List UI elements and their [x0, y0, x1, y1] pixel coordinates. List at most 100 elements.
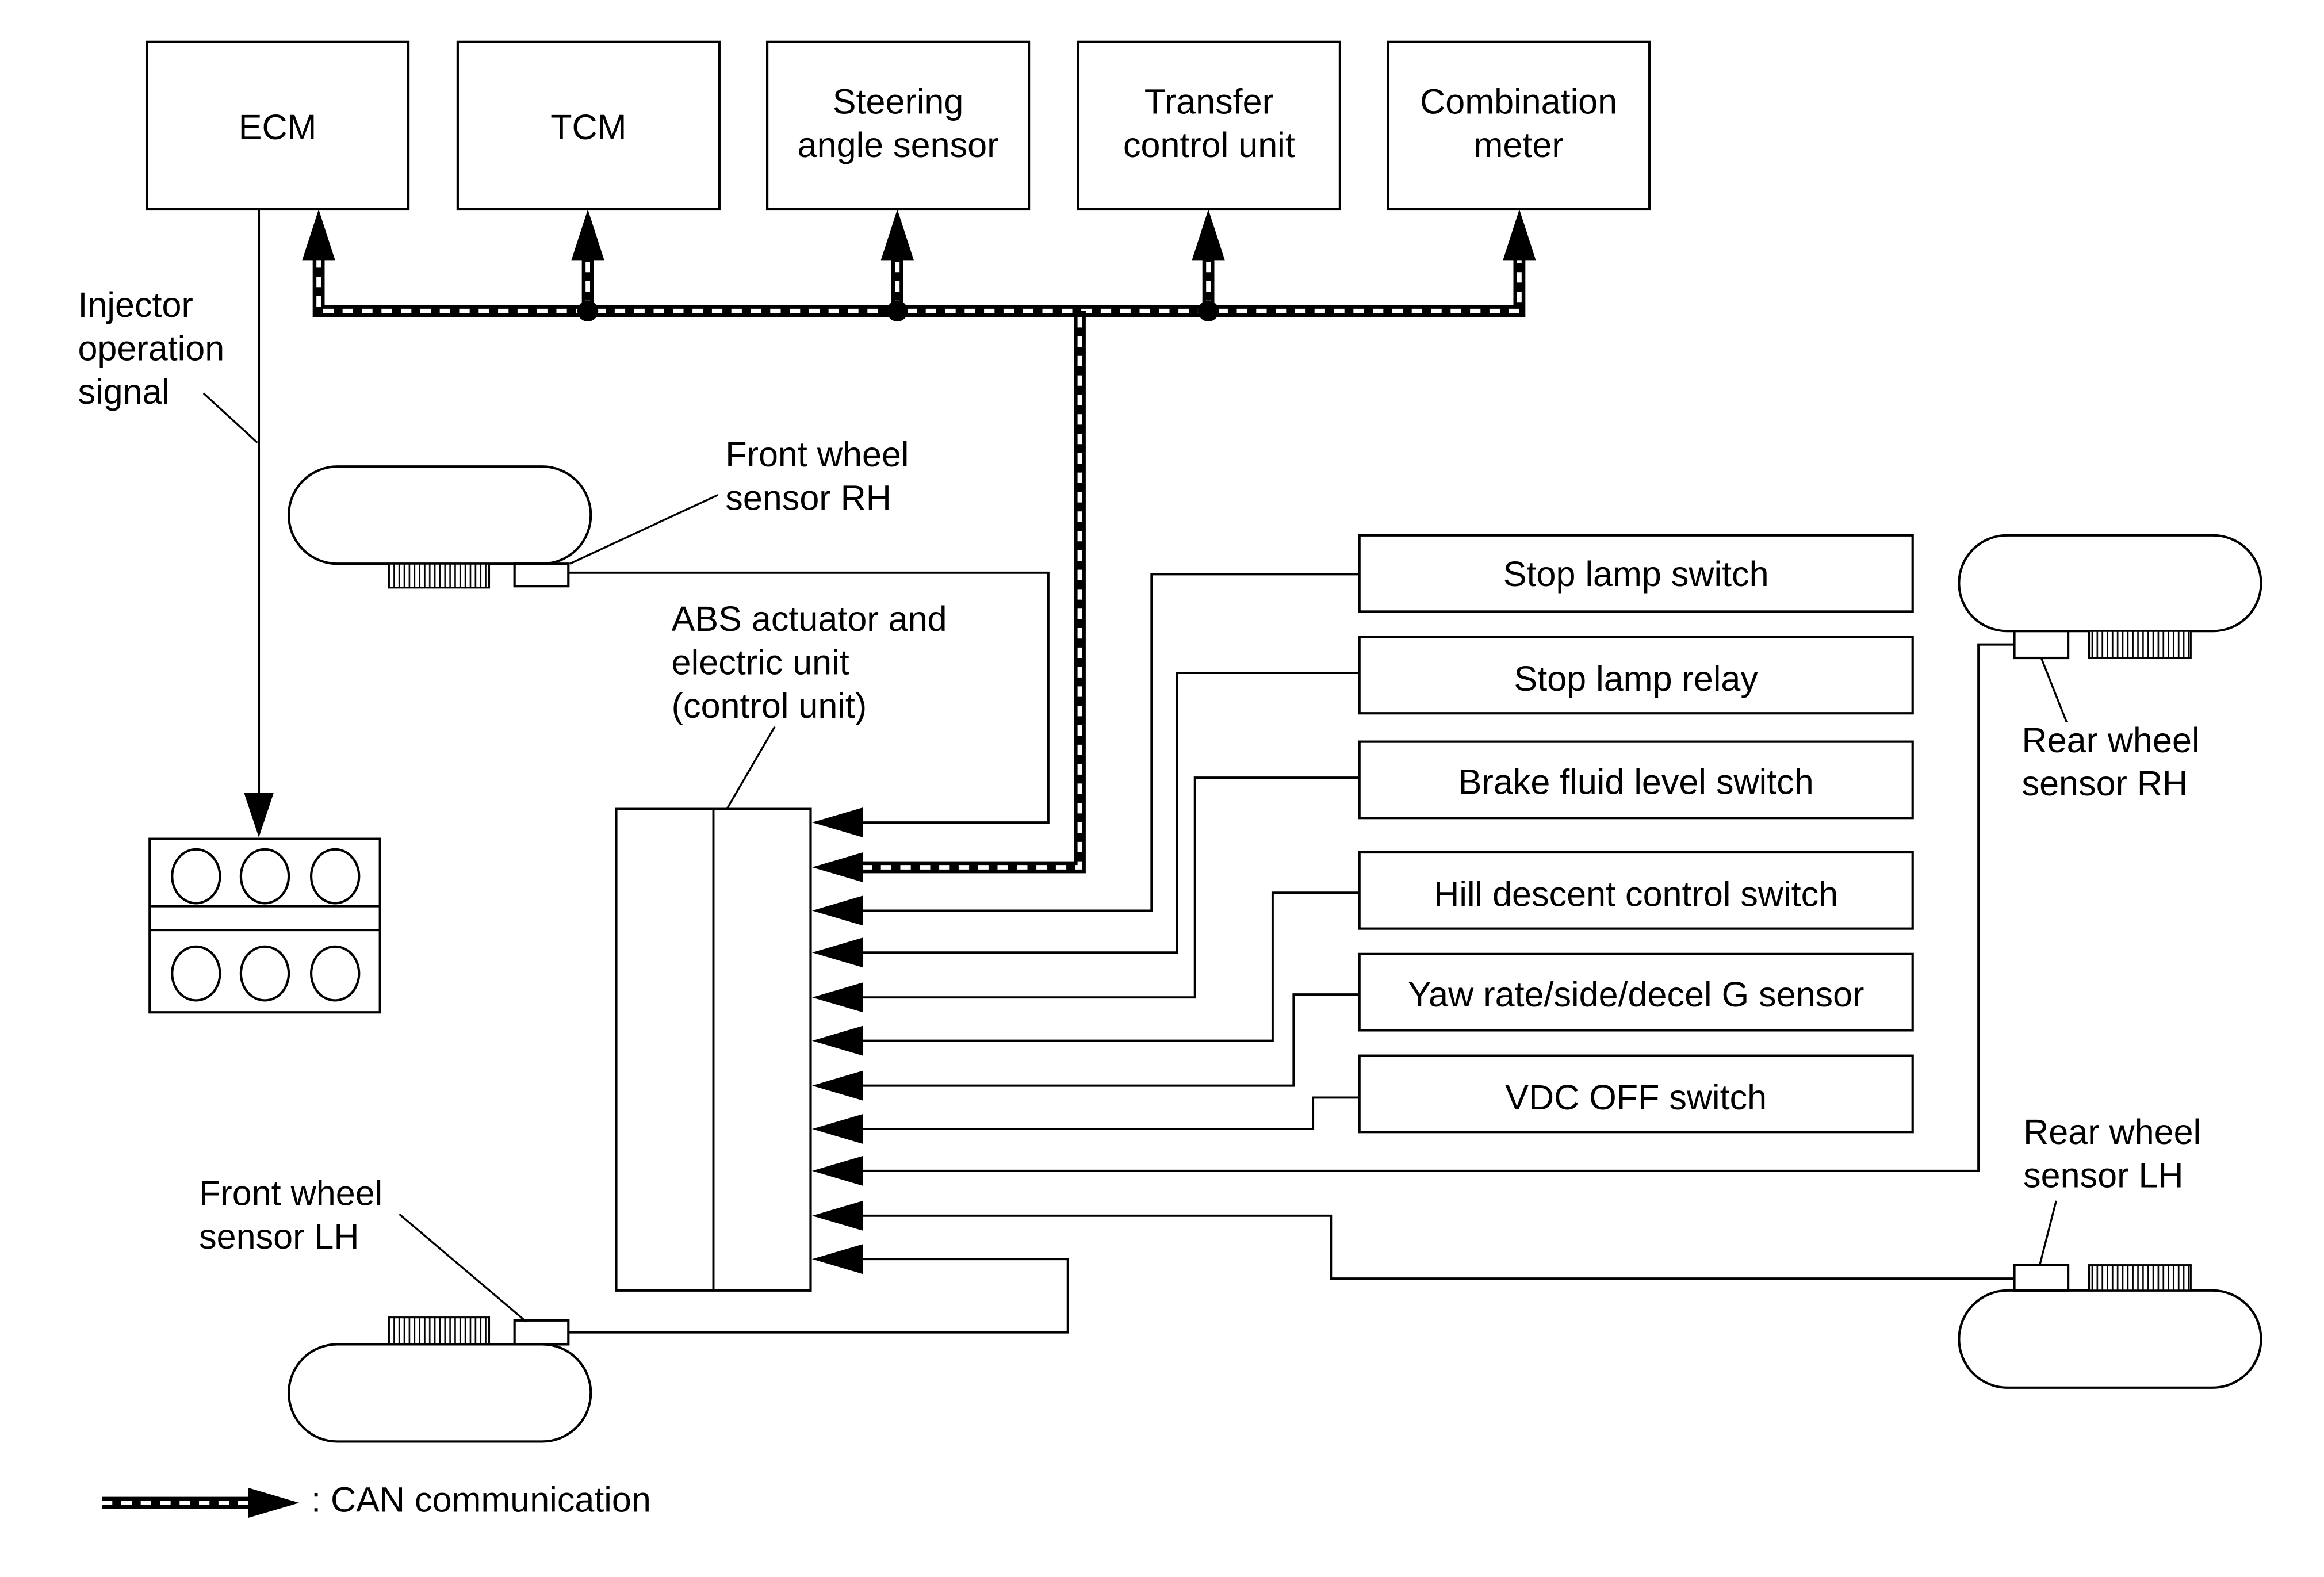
injector-signal-label-line2: operation — [78, 329, 224, 368]
ecm-label: ECM — [239, 108, 317, 147]
cylinder-icon — [309, 945, 361, 1002]
abs-unit-label-line3: (control unit) — [672, 686, 867, 725]
vdc-off-switch-label: VDC OFF switch — [1505, 1078, 1767, 1117]
wheel-icon — [1958, 534, 2262, 633]
abs-input-arrow — [812, 1155, 863, 1186]
combination-meter-label-line1: Combination — [1420, 82, 1617, 121]
abs-unit-label-line1: ABS actuator and — [672, 599, 947, 638]
stop-lamp-switch-label: Stop lamp switch — [1503, 554, 1769, 594]
cylinder-icon — [239, 848, 290, 905]
ecm-box: ECM — [145, 40, 410, 211]
can-junction-dot — [1197, 300, 1219, 322]
can-arrow-to-ecm — [302, 209, 335, 261]
wire-yaw-rate-sensor — [861, 993, 1360, 1087]
wheel-sensor-icon — [513, 562, 570, 588]
tcm-label: TCM — [550, 108, 626, 147]
abs-input-arrow — [812, 1244, 863, 1274]
transfer-control-unit-box: Transfer control unit — [1077, 40, 1341, 211]
rear-wheel-sensor-rh-label-line2: sensor RH — [2022, 764, 2188, 803]
front-wheel-lh: Front wheel sensor LH — [199, 1174, 592, 1443]
yaw-rate-sensor-box: Yaw rate/side/decel G sensor — [1358, 952, 1914, 1032]
legend-can-arrow — [248, 1488, 300, 1518]
wheel-icon — [287, 1343, 592, 1443]
wire-front-wheel-lh — [568, 1258, 1069, 1334]
can-junction-dot — [577, 300, 599, 322]
steering-angle-sensor-label-line1: Steering — [833, 82, 964, 121]
stop-lamp-relay-box: Stop lamp relay — [1358, 636, 1914, 715]
front-wheel-sensor-rh-label-line1: Front wheel — [725, 435, 909, 474]
steering-angle-sensor-box: Steering angle sensor — [766, 40, 1031, 211]
wire-rear-wheel-rh — [861, 643, 2015, 1172]
abs-input-arrow — [812, 1070, 863, 1101]
injector-signal-arrow — [244, 793, 274, 838]
wire-hill-descent-control-switch — [861, 891, 1360, 1042]
abs-input-wires — [568, 571, 2015, 1334]
vdc-off-switch-box: VDC OFF switch — [1358, 1054, 1914, 1134]
steering-angle-sensor-label-line2: angle sensor — [798, 125, 999, 164]
can-arrow-to-combination-meter — [1503, 209, 1536, 261]
combination-meter-box: Combination meter — [1387, 40, 1651, 211]
wire-stop-lamp-relay — [861, 672, 1360, 954]
abs-input-arrow — [812, 807, 863, 838]
wire-vdc-off-switch — [861, 1096, 1360, 1130]
front-wheel-sensor-lh-label-line2: sensor LH — [199, 1217, 359, 1256]
hill-descent-control-switch-label: Hill descent control switch — [1434, 875, 1838, 914]
brake-fluid-level-switch-label: Brake fluid level switch — [1458, 763, 1814, 802]
abs-input-arrow — [812, 852, 863, 883]
sensor-rotor-icon — [388, 1316, 491, 1345]
can-junction-dot — [887, 300, 908, 322]
sensor-rotor-icon — [388, 562, 491, 589]
abs-input-arrows — [812, 807, 863, 1274]
wire-front-wheel-rh — [568, 571, 1050, 824]
wheel-icon — [1958, 1289, 2262, 1389]
rear-wheel-sensor-lh-label-line2: sensor LH — [2023, 1155, 2183, 1195]
transfer-control-unit-label-line1: Transfer — [1144, 82, 1274, 121]
wheel-sensor-icon — [513, 1319, 570, 1346]
wire-rear-wheel-lh — [861, 1214, 2015, 1280]
abs-input-arrow — [812, 1200, 863, 1231]
abs-unit-label-line2: electric unit — [672, 643, 849, 682]
cylinder-icon — [171, 848, 221, 905]
cylinder-icon — [239, 945, 290, 1002]
rear-wheel-sensor-lh-label-line1: Rear wheel — [2023, 1112, 2201, 1151]
cylinder-icon — [171, 945, 221, 1002]
brake-fluid-level-switch-box: Brake fluid level switch — [1358, 740, 1914, 820]
legend-label: : CAN communication — [311, 1480, 651, 1519]
abs-input-arrow — [812, 937, 863, 968]
wire-stop-lamp-switch — [861, 573, 1360, 912]
stop-lamp-relay-label: Stop lamp relay — [1514, 659, 1758, 698]
wire-brake-fluid-level-switch — [861, 776, 1360, 999]
rear-wheel-lh: Rear wheel sensor LH — [1958, 1112, 2262, 1389]
abs-input-arrow — [812, 1114, 863, 1145]
sensor-rotor-icon — [2088, 630, 2192, 659]
engine-cylinder-block — [148, 837, 381, 1014]
injector-signal-label-line3: signal — [78, 372, 170, 411]
combination-meter-label-line2: meter — [1474, 125, 1564, 164]
transfer-control-unit-label-line2: control unit — [1123, 125, 1295, 164]
abs-actuator-unit: ABS actuator and electric unit (control … — [615, 599, 947, 1292]
tcm-box: TCM — [456, 40, 721, 211]
can-arrow-to-steering-angle-sensor — [880, 209, 914, 261]
wheel-sensor-icon — [2013, 1264, 2070, 1292]
injector-signal-label-line1: Injector — [78, 285, 193, 324]
stop-lamp-switch-box: Stop lamp switch — [1358, 534, 1914, 613]
can-arrow-to-tcm — [571, 209, 604, 261]
abs-input-arrow — [812, 895, 863, 926]
rear-wheel-sensor-rh-label-line1: Rear wheel — [2022, 721, 2200, 760]
sensor-rotor-icon — [2088, 1264, 2192, 1292]
hill-descent-control-switch-box: Hill descent control switch — [1358, 851, 1914, 930]
yaw-rate-sensor-label: Yaw rate/side/decel G sensor — [1408, 975, 1864, 1014]
front-wheel-sensor-rh-label-line2: sensor RH — [725, 479, 891, 518]
can-bus — [302, 209, 1536, 874]
abs-input-arrow — [812, 982, 863, 1013]
front-wheel-rh: Front wheel sensor RH — [287, 435, 909, 589]
can-arrow-to-transfer-control-unit — [1192, 209, 1225, 261]
legend: : CAN communication — [102, 1480, 651, 1519]
rear-wheel-rh: Rear wheel sensor RH — [1958, 534, 2262, 803]
abs-input-arrow — [812, 1025, 863, 1056]
wheel-icon — [287, 465, 592, 565]
front-wheel-sensor-lh-label-line1: Front wheel — [199, 1174, 382, 1213]
cylinder-icon — [309, 848, 361, 905]
injector-signal: Injector operation signal — [78, 209, 274, 838]
